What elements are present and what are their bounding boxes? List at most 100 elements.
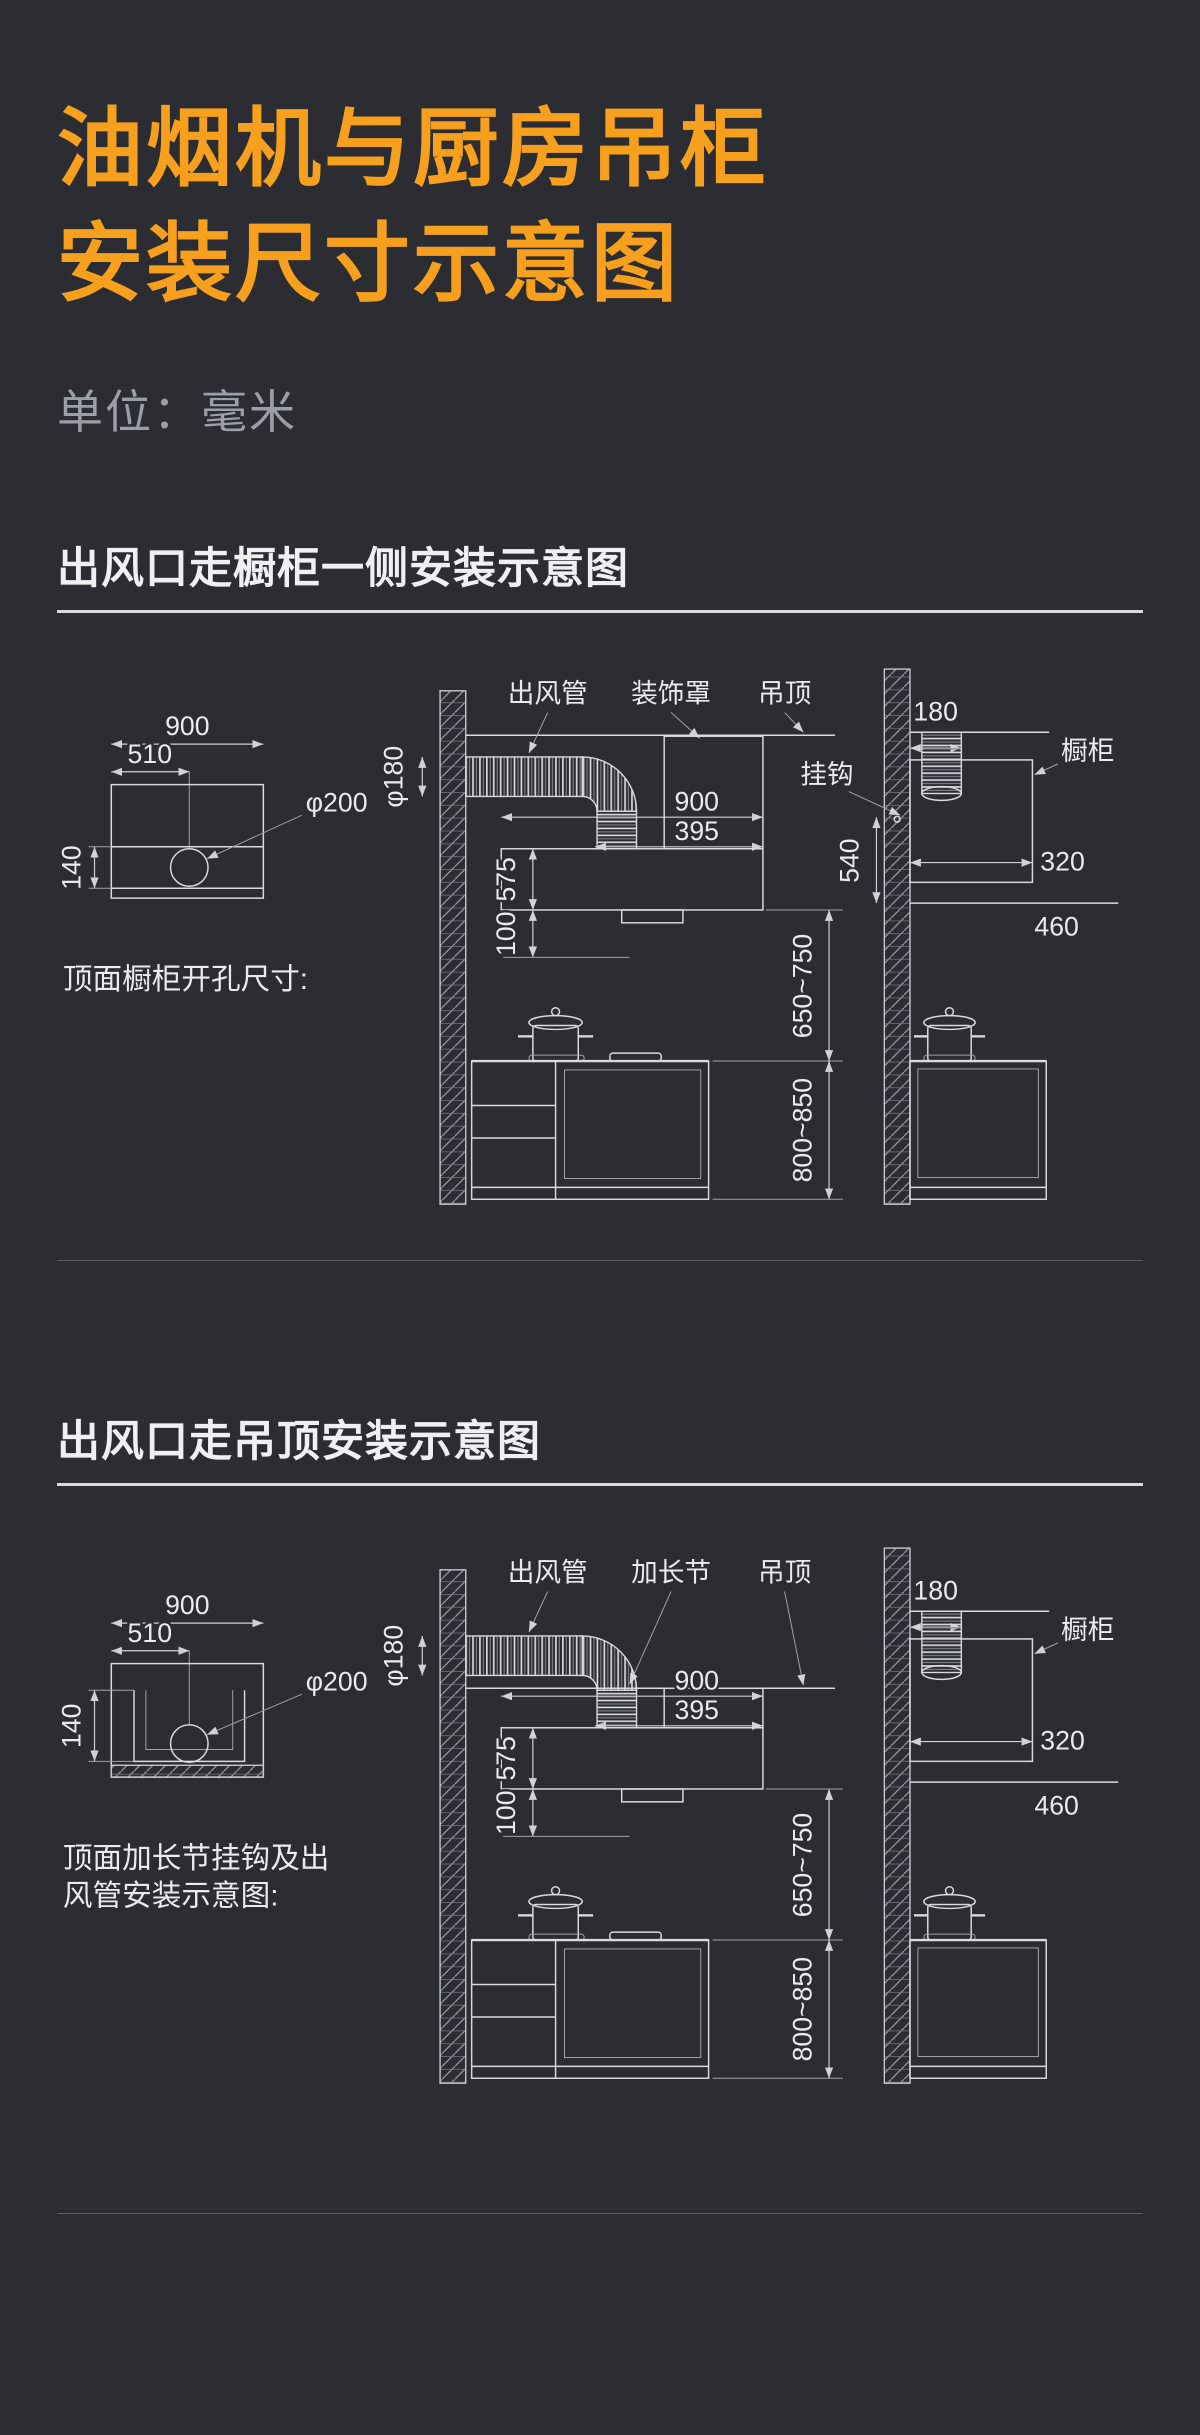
dim-below-cabinet-label: 460 (1034, 912, 1078, 942)
pot-lid (923, 1894, 976, 1910)
diagram-vent-through-ceiling: 900 510 140 φ200 顶面加长节挂钩及出 (57, 1547, 1119, 2085)
wall-cabinet (909, 1638, 1034, 1763)
pot-lid (528, 1894, 583, 1910)
bracket-inner (145, 1690, 234, 1751)
svg-text:180: 180 (913, 1576, 957, 1606)
cutout-hole (169, 1724, 209, 1764)
front-view: 出风管 装饰罩 吊顶 φ180 900 (376, 677, 843, 1206)
duct-outlet (921, 1665, 963, 1681)
cover-label: 装饰罩 (629, 677, 714, 740)
dim-hood-gap: 100 (489, 1788, 630, 1838)
dim-cutout-offset-label: 510 (128, 739, 172, 769)
svg-text:650~750: 650~750 (787, 1813, 817, 1917)
cutout-top-view: 900 510 140 φ200 顶面橱柜开孔尺寸: (57, 709, 370, 999)
dim-cutout-depth: 140 (57, 1690, 135, 1763)
dim-hood-width: 900 (501, 784, 763, 822)
pot-body (927, 1025, 972, 1063)
cutout-panel (110, 784, 265, 900)
svg-text:395: 395 (675, 816, 719, 846)
svg-text:900: 900 (165, 1591, 209, 1621)
page-title-line1: 油烟机与厨房吊柜 (57, 101, 769, 197)
dim-below-cabinet-label: 460 (1034, 1791, 1078, 1821)
dim-cutout-offset: 510 (111, 737, 190, 850)
svg-text:100: 100 (491, 912, 521, 956)
range-hood (500, 848, 764, 912)
svg-text:140: 140 (57, 1704, 87, 1748)
cabinet-door (917, 1068, 1039, 1179)
hook-label: 挂钩 (798, 758, 901, 824)
dim-cutout-depth: 140 (57, 843, 112, 893)
range-hood (500, 1727, 764, 1791)
base-cabinet (470, 1939, 710, 2080)
cabinet-door (917, 1947, 1039, 2058)
cutout-caption-line1: 顶面加长节挂钩及出 (63, 1842, 329, 1875)
page: { "page": { "title_line1": "油烟机与厨房吊柜", "… (0, 92, 1200, 2435)
svg-text:φ200: φ200 (306, 1667, 368, 1697)
svg-text:320: 320 (1040, 847, 1084, 877)
exhaust-duct-horizontal (465, 756, 583, 798)
cutout-caption-line2: 风管安装示意图: (63, 1880, 279, 1913)
dim-cutout-width-label: 900 (165, 712, 209, 742)
wall (883, 1547, 911, 2085)
cabinet-door (563, 1948, 702, 2059)
bracket-outer (133, 1690, 246, 1763)
svg-text:φ180: φ180 (379, 746, 409, 808)
section2-heading: 出风口走吊顶安装示意图 (57, 1418, 541, 1467)
dim-cabinet-depth: 320 (910, 844, 1087, 879)
svg-text:吊顶: 吊顶 (758, 679, 811, 709)
ceiling-label: 吊顶 (756, 1556, 814, 1686)
cooktop-and-base-cabinet (909, 1007, 1047, 1201)
dim-hood-width: 900 (501, 1663, 763, 1701)
svg-text:320: 320 (1040, 1726, 1084, 1756)
exhaust-duct-horizontal (465, 1635, 583, 1677)
page-title: 油烟机与厨房吊柜 安装尺寸示意图 (57, 92, 1143, 322)
hook-icon (893, 815, 901, 824)
svg-text:吊顶: 吊顶 (758, 1558, 811, 1588)
cooktop-and-base-cabinet (470, 1007, 710, 1201)
dim-cutout-offset: 510 (111, 1616, 190, 1726)
duct-outlet (921, 786, 963, 802)
duct-label: 出风管 (505, 1556, 590, 1633)
pot-knob (550, 1007, 561, 1017)
base-cabinet (470, 1060, 710, 1201)
dim-duct-diameter: φ180 (376, 744, 427, 811)
cooktop-and-base-cabinet (909, 1886, 1047, 2080)
wall (439, 1569, 467, 2085)
hatched-strip (110, 1765, 265, 1779)
svg-text:出风管: 出风管 (508, 679, 588, 709)
pot-body (927, 1904, 972, 1942)
cabinet-label: 橱柜 (1034, 1613, 1117, 1655)
svg-text:800~850: 800~850 (787, 1078, 817, 1182)
wall-cabinet (909, 759, 1034, 884)
dim-wall-to-duct: 180 (910, 694, 962, 753)
section2-heading-rule (57, 1483, 1143, 1487)
svg-text:900: 900 (675, 787, 719, 817)
pot-lid (528, 1015, 583, 1031)
section-divider (57, 1260, 1143, 1262)
svg-text:橱柜: 橱柜 (1061, 736, 1114, 766)
side-view: 180 橱柜 320 460 (883, 1547, 1119, 2085)
cooktop-and-base-cabinet (470, 1886, 710, 2080)
dim-hood-body-width: 395 (595, 814, 763, 852)
bottom-rule (57, 2213, 1143, 2215)
dim-hole-diameter: φ200 (206, 1664, 370, 1736)
cutout-caption: 顶面橱柜开孔尺寸: (63, 963, 308, 996)
dim-hole-diameter: φ200 (206, 785, 370, 860)
dim-counter-height: 800~850 (712, 1061, 843, 1201)
svg-text:800~850: 800~850 (787, 1957, 817, 2061)
cabinet-label: 橱柜 (1034, 734, 1117, 776)
pot-lid (923, 1015, 976, 1031)
hood-control-box (620, 1788, 684, 1804)
base-cabinet (909, 1939, 1047, 2080)
dim-hole-diameter-label: φ200 (306, 788, 368, 818)
wall (883, 668, 911, 1206)
page-title-line2: 安装尺寸示意图 (57, 216, 680, 313)
cutout-top-view: 900 510 140 φ200 顶面加长节挂钩及出 (57, 1588, 370, 1915)
unit-label: 单位：毫米 (57, 386, 297, 439)
section1-heading: 出风口走橱柜一侧安装示意图 (57, 545, 629, 594)
dim-cutout-depth-label: 140 (57, 846, 87, 890)
svg-text:挂钩: 挂钩 (800, 760, 853, 790)
svg-text:575: 575 (491, 858, 521, 902)
exhaust-duct-vertical (921, 1611, 963, 1674)
cutout-hole (169, 848, 209, 888)
